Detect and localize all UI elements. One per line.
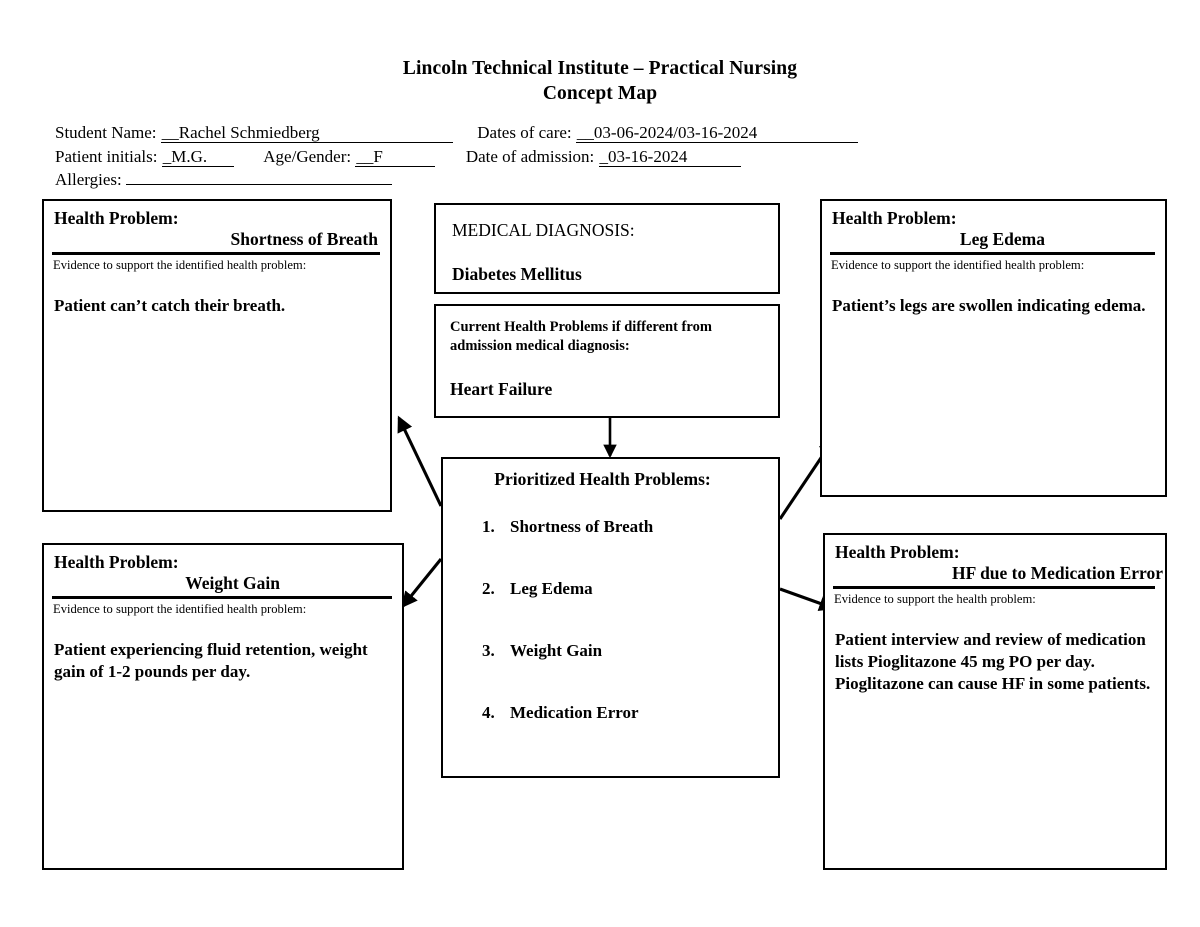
health-problem-name: Leg Edema — [959, 229, 1045, 249]
dates-of-care-label: Dates of care: — [477, 123, 572, 142]
health-problem-name: Weight Gain — [185, 573, 280, 593]
evidence-text: Patient interview and review of medicati… — [835, 630, 1151, 693]
prioritized-problems-list: 1. Shortness of Breath 2. Leg Edema 3. W… — [443, 516, 778, 724]
list-item: 3. Weight Gain — [443, 640, 778, 662]
evidence-text: Patient experiencing fluid retention, we… — [54, 640, 368, 681]
health-problem-box-weight-gain: Health Problem: Weight Gain Evidence to … — [42, 543, 404, 870]
health-problem-box-shortness-of-breath: Health Problem: Shortness of Breath Evid… — [42, 199, 392, 512]
evidence-label: Evidence to support the identified healt… — [53, 258, 307, 272]
patient-initials-field[interactable]: _M.G. — [161, 147, 234, 167]
health-problem-box-leg-edema: Health Problem: Leg Edema Evidence to su… — [820, 199, 1167, 497]
evidence-label: Evidence to support the identified healt… — [831, 258, 1085, 272]
list-item: 2. Leg Edema — [443, 578, 778, 600]
list-item: 1. Shortness of Breath — [443, 516, 778, 538]
list-item-number: 1. — [482, 517, 495, 536]
arrow-to-shortness-of-breath — [397, 415, 443, 507]
student-name-field[interactable]: __Rachel Schmiedberg — [160, 123, 453, 143]
date-of-admission-label: Date of admission: — [465, 147, 595, 166]
divider — [52, 596, 392, 599]
health-problem-name: Shortness of Breath — [230, 229, 378, 249]
age-gender-label: Age/Gender: — [263, 147, 352, 166]
prioritized-problems-title: Prioritized Health Problems: — [494, 469, 711, 489]
health-problem-label: Health Problem: — [832, 208, 957, 228]
medical-diagnosis-box: MEDICAL DIAGNOSIS: Diabetes Mellitus — [434, 203, 780, 294]
evidence-label: Evidence to support the health problem: — [834, 592, 1036, 606]
evidence-label: Evidence to support the identified healt… — [53, 602, 307, 616]
health-problem-label: Health Problem: — [835, 542, 960, 562]
header-row-student: Student Name: __Rachel Schmiedberg Dates… — [55, 122, 858, 143]
page-title: Lincoln Technical Institute – Practical … — [0, 56, 1200, 106]
header-row-allergies: Allergies: — [55, 169, 392, 190]
list-item-label: Medication Error — [510, 703, 639, 722]
allergies-field[interactable] — [125, 184, 392, 185]
current-health-problems-label: Current Health Problems if different fro… — [450, 319, 712, 354]
health-problem-name: HF due to Medication Error — [952, 563, 1163, 583]
health-problem-label: Health Problem: — [54, 552, 179, 572]
evidence-text: Patient’s legs are swollen indicating ed… — [832, 296, 1146, 315]
header-row-patient: Patient initials: _M.G. Age/Gender: __F … — [55, 146, 741, 167]
divider — [830, 252, 1155, 255]
health-problem-box-medication-error: Health Problem: HF due to Medication Err… — [823, 533, 1167, 870]
age-gender-field[interactable]: __F — [355, 147, 436, 167]
date-of-admission-field[interactable]: _03-16-2024 — [598, 147, 741, 167]
current-health-problems-box: Current Health Problems if different fro… — [434, 304, 780, 418]
list-item-number: 2. — [482, 579, 495, 598]
evidence-text: Patient can’t catch their breath. — [54, 296, 286, 315]
list-item-number: 4. — [482, 703, 495, 722]
prioritized-health-problems-box: Prioritized Health Problems: 1. Shortnes… — [441, 457, 780, 778]
divider — [833, 586, 1155, 589]
title-line-1: Lincoln Technical Institute – Practical … — [402, 58, 798, 79]
student-name-label: Student Name: — [55, 123, 157, 142]
medical-diagnosis-value: Diabetes Mellitus — [452, 264, 582, 284]
medical-diagnosis-label: MEDICAL DIAGNOSIS: — [452, 220, 635, 240]
title-line-2: Concept Map — [542, 83, 658, 104]
list-item-number: 3. — [482, 641, 495, 660]
patient-initials-label: Patient initials: — [55, 147, 158, 166]
health-problem-label: Health Problem: — [54, 208, 179, 228]
allergies-label: Allergies: — [55, 170, 122, 189]
dates-of-care-field[interactable]: __03-06-2024/03-16-2024 — [575, 123, 858, 143]
arrow-to-weight-gain — [401, 558, 443, 609]
list-item: 4. Medication Error — [443, 702, 778, 724]
list-item-label: Weight Gain — [510, 641, 603, 660]
list-item-label: Leg Edema — [510, 579, 593, 598]
current-health-problems-value: Heart Failure — [450, 379, 553, 399]
divider — [52, 252, 380, 255]
list-item-label: Shortness of Breath — [510, 517, 654, 536]
